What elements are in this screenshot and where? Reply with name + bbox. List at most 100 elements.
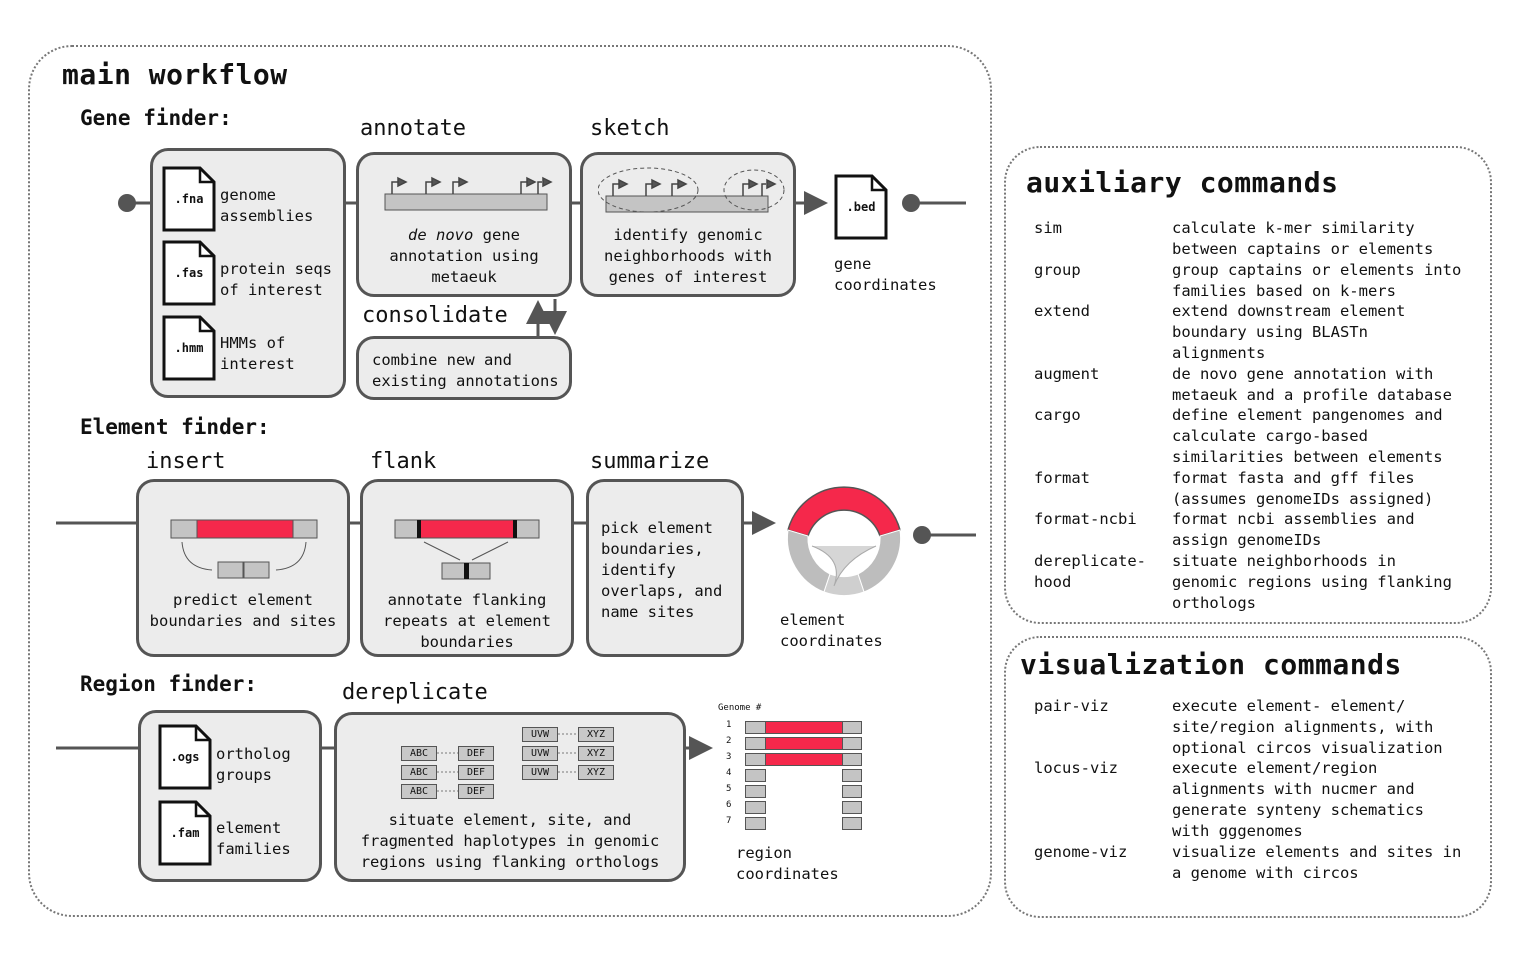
annotate-desc-rest: gene annotation using metaeuk bbox=[389, 226, 539, 286]
fna-ext: .fna bbox=[174, 192, 204, 206]
ortholog-box: ABC bbox=[401, 765, 437, 780]
element-coordinates-label: element coordinates bbox=[780, 611, 883, 650]
command-name: format-ncbi bbox=[1034, 510, 1137, 529]
ortholog-groups-label: ortholog groups bbox=[216, 745, 291, 784]
command-name: format bbox=[1034, 468, 1090, 487]
command-description: format fasta and gff files (assumes geno… bbox=[1172, 468, 1434, 508]
genome-number: 5 bbox=[726, 784, 732, 794]
genome-number: 6 bbox=[726, 800, 732, 810]
flank-desc: annotate flanking repeats at element bou… bbox=[383, 591, 551, 651]
ortholog-links bbox=[437, 733, 578, 792]
annotate-gene-track bbox=[384, 176, 553, 211]
command-name: dereplicate- hood bbox=[1034, 551, 1146, 591]
consolidate-title: consolidate bbox=[362, 303, 508, 328]
ortholog-box: DEF bbox=[458, 746, 494, 761]
genome-number: 3 bbox=[726, 752, 732, 762]
genome-element-bar bbox=[765, 737, 843, 750]
hmms-label: HMMs of interest bbox=[220, 334, 295, 373]
ortholog-box: UVW bbox=[522, 746, 558, 761]
genome-right-flank bbox=[842, 801, 862, 814]
command-description: extend downstream element boundary using… bbox=[1172, 302, 1406, 363]
flank-title: flank bbox=[370, 449, 437, 474]
command-description: visualize elements and sites in a genome… bbox=[1172, 842, 1462, 882]
command-description: format ncbi assemblies and assign genome… bbox=[1172, 510, 1415, 550]
ogs-ext: .ogs bbox=[170, 750, 200, 764]
fas-ext: .fas bbox=[174, 266, 204, 280]
consolidate-desc: combine new and existing annotations bbox=[372, 351, 559, 390]
sketch-desc: identify genomic neighborhoods with gene… bbox=[604, 226, 772, 286]
insert-title: insert bbox=[146, 449, 226, 474]
ortholog-box: DEF bbox=[458, 765, 494, 780]
summarize-box bbox=[586, 479, 744, 657]
annotate-title: annotate bbox=[360, 116, 466, 141]
fam-file-icon: .fam bbox=[158, 800, 212, 866]
genome-right-flank bbox=[842, 817, 862, 830]
genome-right-flank bbox=[842, 785, 862, 798]
genome-left-flank bbox=[745, 785, 766, 798]
ogs-file-icon: .ogs bbox=[158, 724, 212, 790]
genome-assemblies-label: genome assemblies bbox=[220, 186, 314, 225]
fna-file-icon: .fna bbox=[162, 166, 216, 232]
annotate-box bbox=[356, 152, 572, 297]
hmm-ext: .hmm bbox=[174, 341, 204, 355]
fam-ext: .fam bbox=[170, 826, 200, 840]
command-description: situate neighborhoods in genomic regions… bbox=[1172, 551, 1452, 612]
genome-header: Genome # bbox=[718, 703, 762, 713]
sketch-box bbox=[580, 152, 796, 297]
ortholog-box: XYZ bbox=[578, 746, 614, 761]
element-finder-label: Element finder: bbox=[80, 415, 270, 439]
auxiliary-panel bbox=[1004, 146, 1492, 624]
command-name: cargo bbox=[1034, 406, 1081, 425]
annotate-desc-italic: de novo bbox=[408, 226, 474, 244]
genome-left-flank bbox=[745, 721, 766, 734]
fas-file-icon: .fas bbox=[162, 240, 216, 306]
ortholog-box: ABC bbox=[401, 784, 437, 799]
genome-left-flank bbox=[745, 737, 766, 750]
element-circle-icon bbox=[786, 486, 902, 596]
dereplicate-box bbox=[334, 712, 686, 882]
command-description: execute element/region alignments with n… bbox=[1172, 759, 1424, 841]
ortholog-box: ABC bbox=[401, 746, 437, 761]
genome-right-flank bbox=[842, 721, 862, 734]
genome-number: 4 bbox=[726, 768, 732, 778]
genome-right-flank bbox=[842, 737, 862, 750]
command-name: pair-viz bbox=[1034, 697, 1109, 715]
region-coordinates-label: region coordinates bbox=[736, 844, 839, 883]
ortholog-box: XYZ bbox=[578, 727, 614, 742]
consolidate-box bbox=[356, 336, 572, 400]
bed-file-icon: .bed bbox=[834, 174, 888, 240]
command-description: define element pangenomes and calculate … bbox=[1172, 406, 1443, 467]
genome-left-flank bbox=[745, 769, 766, 782]
genome-right-flank bbox=[842, 769, 862, 782]
genome-number: 7 bbox=[726, 816, 732, 826]
genome-number: 1 bbox=[726, 720, 732, 730]
flank-schematic bbox=[394, 519, 540, 580]
main-workflow-panel bbox=[28, 45, 992, 917]
bed-ext: .bed bbox=[846, 200, 876, 214]
genome-right-flank bbox=[842, 753, 862, 766]
genome-left-flank bbox=[745, 753, 766, 766]
genome-left-flank bbox=[745, 817, 766, 830]
visualization-panel bbox=[1004, 636, 1492, 918]
command-name: sim bbox=[1034, 219, 1062, 237]
sketch-gene-track bbox=[598, 167, 785, 213]
element-families-label: element families bbox=[216, 819, 291, 858]
insert-desc: predict element boundaries and sites bbox=[149, 591, 337, 630]
command-name: group bbox=[1034, 260, 1081, 279]
auxiliary-title: auxiliary commands bbox=[1026, 166, 1339, 199]
command-name: genome-viz bbox=[1034, 842, 1128, 861]
command-name: extend bbox=[1034, 302, 1090, 321]
gene-finder-label: Gene finder: bbox=[80, 106, 232, 130]
command-description: de novo gene annotation with metaeuk and… bbox=[1172, 364, 1452, 404]
gene-coordinates-label: gene coordinates bbox=[834, 255, 937, 294]
hmm-file-icon: .hmm bbox=[162, 315, 216, 381]
command-name: locus-viz bbox=[1034, 759, 1118, 778]
genome-element-bar bbox=[765, 753, 843, 766]
insert-schematic bbox=[170, 519, 318, 579]
ortholog-box: DEF bbox=[458, 784, 494, 799]
ortholog-box: XYZ bbox=[578, 765, 614, 780]
dereplicate-desc: situate element, site, and fragmented ha… bbox=[360, 811, 660, 871]
command-description: calculate k-mer similarity between capta… bbox=[1172, 219, 1434, 258]
ortholog-box: UVW bbox=[522, 727, 558, 742]
summarize-desc: pick element boundaries, identify overla… bbox=[601, 519, 723, 621]
